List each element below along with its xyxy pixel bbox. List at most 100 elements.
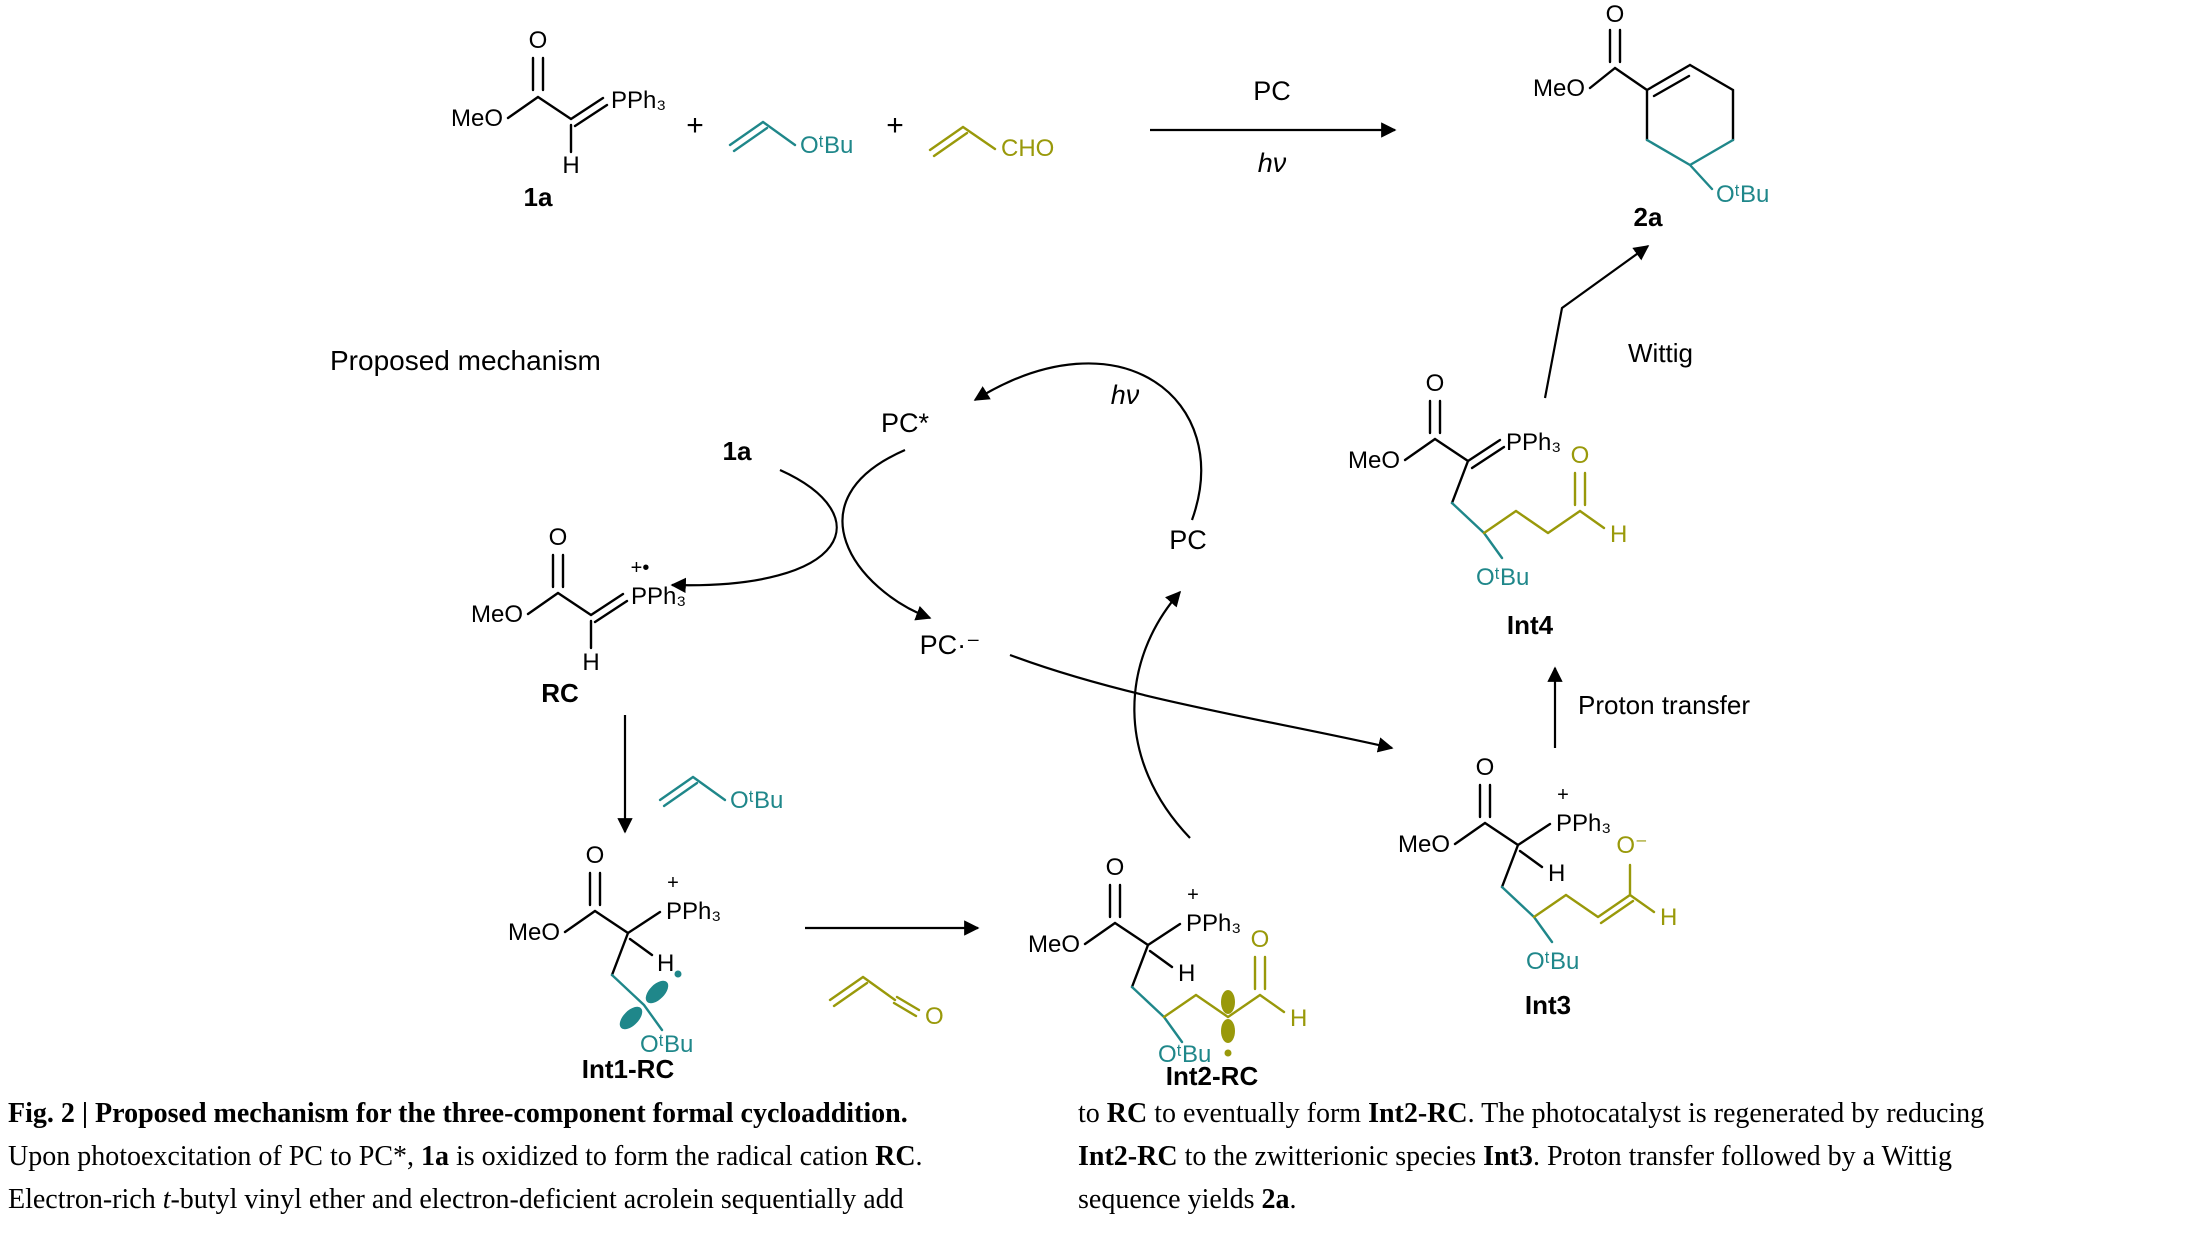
pph3-label: PPh₃ xyxy=(1556,810,1611,837)
caption-text: Int2-RC xyxy=(1078,1141,1178,1172)
catalytic-cycle: PC* 1a hν PC PC·⁻ xyxy=(670,362,1394,839)
caption-text: -butyl vinyl ether and electron-deficien… xyxy=(170,1184,904,1215)
caption-text: to eventually form xyxy=(1147,1098,1369,1129)
reaction-arrow: PC hν xyxy=(1150,76,1397,178)
structure-1a: MeO O PPh₃ H 1a xyxy=(451,27,666,212)
caption-text: 2a xyxy=(1261,1184,1290,1215)
carbonyl-o-label: O xyxy=(529,27,548,54)
bonds-olive xyxy=(1162,955,1286,1019)
bonds-black xyxy=(1453,783,1552,889)
meo-label: MeO xyxy=(471,601,523,628)
caption-line: to RC to eventually form Int2-RC. The ph… xyxy=(1078,1092,1984,1135)
structure-int3: MeO O PPh₃ + H OᵗBu O⁻ H Int3 xyxy=(1398,754,1677,1020)
arc-1a-to-rc xyxy=(670,468,838,594)
bonds-teal xyxy=(610,973,664,1032)
pph3-label: PPh₃ xyxy=(611,87,666,114)
otbu-label: OᵗBu xyxy=(1158,1041,1211,1068)
pc-label: PC xyxy=(1169,525,1207,555)
pc-radical-anion-label: PC·⁻ xyxy=(920,630,981,660)
caption-line: Fig. 2 | Proposed mechanism for the thre… xyxy=(8,1092,923,1135)
carbonyl-o-label: O xyxy=(1476,754,1495,781)
pph3-label: PPh₃ xyxy=(1186,910,1241,937)
compound-label-1a: 1a xyxy=(524,182,553,212)
aldehyde-o-label: O xyxy=(925,1003,944,1030)
h-label: H xyxy=(582,649,599,676)
h-label: H xyxy=(1548,860,1565,887)
bonds-black xyxy=(1588,28,1735,142)
h-label: H xyxy=(1178,960,1195,987)
h-label: H xyxy=(562,152,579,179)
meo-label: MeO xyxy=(451,105,503,132)
enolate-h-label: H xyxy=(1660,904,1677,931)
radical-orbital-lobe xyxy=(1221,1019,1235,1043)
caption-text: to xyxy=(1078,1098,1107,1129)
meo-label: MeO xyxy=(508,919,560,946)
structure-vinyl-ether-small: OᵗBu xyxy=(658,775,783,814)
bonds-black xyxy=(1403,399,1506,505)
structure-2a: MeO O OᵗBu 2a xyxy=(1533,1,1769,232)
otbu-label: OᵗBu xyxy=(1526,948,1579,975)
caption-text: . Proton transfer followed by a Wittig xyxy=(1532,1141,1952,1172)
caption-text: Int3 xyxy=(1483,1141,1533,1172)
radical-orbital-lobe xyxy=(619,1006,643,1030)
structure-int2-rc: MeO O PPh₃ + H OᵗBu O H Int2-RC xyxy=(1028,854,1307,1091)
h-label: H xyxy=(657,950,674,977)
proposed-mechanism-title: Proposed mechanism xyxy=(330,345,601,376)
structure-int1-rc: MeO O PPh₃ + H OᵗBu Int1-RC xyxy=(508,842,721,1084)
plus-charge: + xyxy=(667,872,679,894)
aldehyde-h-label: H xyxy=(1610,521,1627,548)
aldehyde-h-label: H xyxy=(1290,1005,1307,1032)
enolate-o-minus-label: O⁻ xyxy=(1616,832,1647,859)
caption-text: Int2-RC xyxy=(1368,1098,1468,1129)
carbonyl-o-label: O xyxy=(1606,1,1625,28)
structure-rc: MeO O PPh₃ +• H RC xyxy=(471,524,686,708)
arc-pcanion-to-int3 xyxy=(1009,653,1394,753)
pph3-label: PPh₃ xyxy=(666,898,721,925)
structure-vinyl-ether: OᵗBu xyxy=(728,120,853,159)
plus-charge: + xyxy=(1557,784,1569,806)
compound-label-int2: Int2-RC xyxy=(1166,1061,1259,1091)
caption-line: Int2-RC to the zwitterionic species Int3… xyxy=(1078,1135,1984,1178)
caption-line: Upon photoexcitation of PC to PC*, 1a is… xyxy=(8,1135,923,1178)
bonds-teal xyxy=(1500,885,1554,944)
caption-text: is oxidized to form the radical cation xyxy=(449,1141,876,1172)
otbu-label: OᵗBu xyxy=(730,787,783,814)
structure-acrolein-small: O xyxy=(828,975,944,1030)
bonds-teal xyxy=(1130,985,1184,1044)
hv-label: hν xyxy=(1258,148,1287,178)
carbonyl-o-label: O xyxy=(1106,854,1125,881)
caption-text: t xyxy=(162,1184,171,1215)
compound-label-2a: 2a xyxy=(1634,202,1663,232)
pc-label: PC xyxy=(1253,76,1291,106)
arrow-int4-to-2a xyxy=(1543,245,1650,399)
caption-text: 1a xyxy=(421,1141,449,1172)
bonds-teal xyxy=(1645,138,1735,191)
structure-int4: MeO O PPh₃ OᵗBu O H Int4 xyxy=(1348,370,1627,640)
caption-column-right: to RC to eventually form Int2-RC. The ph… xyxy=(1078,1092,1984,1221)
arc-pc-to-pcstar xyxy=(973,362,1203,521)
caption-line: Electron-rich t-butyl vinyl ether and el… xyxy=(8,1178,923,1221)
caption-text: sequence yields xyxy=(1078,1184,1262,1215)
caption-text: to the zwitterionic species xyxy=(1177,1141,1484,1172)
caption-text: Fig. 2 | Proposed mechanism for the thre… xyxy=(8,1098,908,1129)
compound-label-int4: Int4 xyxy=(1507,610,1554,640)
otbu-label: OᵗBu xyxy=(1716,181,1769,208)
caption-column-left: Fig. 2 | Proposed mechanism for the thre… xyxy=(8,1092,923,1221)
meo-label: MeO xyxy=(1028,931,1080,958)
plus-charge: + xyxy=(1187,884,1199,906)
compound-label-int1: Int1-RC xyxy=(582,1054,675,1084)
caption-text: . xyxy=(915,1141,923,1172)
compound-label-1a: 1a xyxy=(723,436,752,466)
radical-dot xyxy=(674,970,682,978)
bonds-black xyxy=(563,871,662,977)
bonds-olive xyxy=(828,975,921,1018)
proton-transfer-label: Proton transfer xyxy=(1578,690,1750,720)
otbu-label: OᵗBu xyxy=(1476,564,1529,591)
proton-transfer-step: Proton transfer xyxy=(1547,666,1750,748)
bonds-olive xyxy=(928,125,997,158)
bonds-olive xyxy=(1532,863,1656,925)
pph3-label: PPh₃ xyxy=(1506,429,1561,456)
compound-label-rc: RC xyxy=(541,678,579,708)
caption-line: sequence yields 2a. xyxy=(1078,1178,1984,1221)
